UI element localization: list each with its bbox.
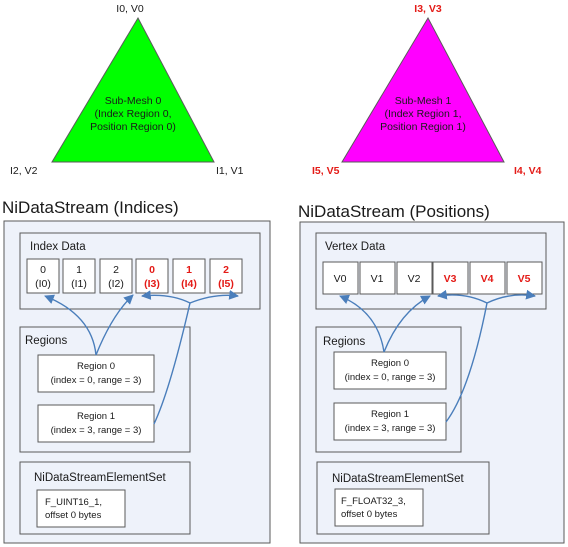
mesh-1-center-line-3: Position Region 1)	[380, 121, 466, 133]
svg-text:(index = 3, range = 3): (index = 3, range = 3)	[345, 423, 436, 434]
index-cell-2: 2 (I2)	[99, 258, 133, 294]
element-set-label-indices: NiDataStreamElementSet	[34, 472, 166, 484]
vertex-data-label: Vertex Data	[325, 241, 386, 253]
mesh-1-top-label: I3, V3	[414, 3, 442, 15]
region-0-arrow-right-indices	[95, 294, 134, 356]
svg-text:(I3): (I3)	[144, 278, 160, 290]
svg-text:0: 0	[149, 264, 155, 276]
svg-text:offset 0 bytes: offset 0 bytes	[45, 510, 102, 521]
svg-text:V0: V0	[334, 273, 347, 285]
mesh-1-right-label: I4, V4	[514, 165, 542, 177]
svg-text:(I0): (I0)	[35, 278, 51, 290]
mesh-0-center-line-1: Sub-Mesh 0	[105, 95, 162, 107]
index-region-1: Region 1 (index = 3, range = 3)	[37, 404, 155, 443]
sub-mesh-1-triangle	[341, 16, 505, 163]
sub-mesh-1: I3, V3 I5, V5 I4, V4 Sub-Mesh 1 (Index R…	[312, 3, 542, 177]
svg-text:V3: V3	[444, 273, 457, 285]
index-data-label: Index Data	[30, 241, 86, 253]
regions-label-positions: Regions	[323, 336, 365, 348]
index-cell-1: 1 (I1)	[62, 258, 96, 294]
svg-text:(index = 0, range = 3): (index = 0, range = 3)	[345, 372, 436, 383]
svg-text:V5: V5	[518, 273, 531, 285]
mesh-0-left-label: I2, V2	[10, 165, 38, 177]
mesh-0-center-line-2: (Index Region 0,	[94, 108, 171, 120]
svg-text:V4: V4	[481, 273, 494, 285]
svg-text:Region 0: Region 0	[371, 358, 409, 369]
vertex-cell-3: V3	[432, 261, 469, 295]
mesh-1-center-line-2: (Index Region 1,	[384, 108, 461, 120]
region-1-arrow-indices	[153, 302, 191, 425]
svg-text:2: 2	[223, 264, 229, 276]
svg-text:(I4): (I4)	[181, 278, 197, 290]
svg-text:Region 1: Region 1	[371, 409, 409, 420]
mesh-0-right-label: I1, V1	[216, 165, 244, 177]
svg-text:offset 0 bytes: offset 0 bytes	[341, 509, 398, 520]
svg-text:V2: V2	[408, 273, 421, 285]
regions-label-indices: Regions	[25, 335, 67, 347]
region-0-arrow-left-indices	[44, 294, 97, 356]
vertex-cell-4: V4	[469, 261, 506, 295]
vertex-cell-2: V2	[396, 261, 433, 295]
svg-text:1: 1	[76, 264, 82, 276]
index-cell-5: 2 (I5)	[209, 258, 243, 294]
mesh-1-center-line-1: Sub-Mesh 1	[395, 95, 452, 107]
mesh-0-top-label: I0, V0	[116, 3, 144, 15]
vertex-cell-0: V0	[322, 261, 359, 295]
element-set-format-indices: F_UINT16_1, offset 0 bytes	[36, 489, 126, 528]
index-cell-3: 0 (I3)	[135, 258, 169, 294]
position-region-0: Region 0 (index = 0, range = 3)	[333, 351, 447, 390]
svg-text:1: 1	[186, 264, 192, 276]
svg-text:Region 0: Region 0	[77, 361, 115, 372]
index-cell-4: 1 (I4)	[172, 258, 206, 294]
region-1-arc-left-indices	[141, 290, 191, 304]
region-0-arrow-right-positions	[383, 295, 431, 353]
stream-positions-title: NiDataStream (Positions)	[298, 202, 490, 221]
svg-text:(index = 0, range = 3): (index = 0, range = 3)	[51, 375, 142, 386]
region-0-arrow-left-positions	[339, 294, 385, 353]
svg-text:Region 1: Region 1	[77, 411, 115, 422]
svg-text:(I2): (I2)	[108, 278, 124, 290]
mesh-1-left-label: I5, V5	[312, 165, 340, 177]
sub-mesh-0-triangle	[51, 16, 215, 163]
region-1-arc-right-positions	[486, 289, 536, 304]
svg-text:0: 0	[40, 264, 46, 276]
mesh-0-center-line-3: Position Region 0)	[90, 121, 176, 133]
element-set-label-positions: NiDataStreamElementSet	[332, 473, 464, 485]
svg-text:(index = 3, range = 3): (index = 3, range = 3)	[51, 425, 142, 436]
svg-text:2: 2	[113, 264, 119, 276]
svg-text:(I1): (I1)	[71, 278, 87, 290]
index-cell-0: 0 (I0)	[26, 258, 60, 294]
svg-text:V1: V1	[371, 273, 384, 285]
svg-text:F_UINT16_1,: F_UINT16_1,	[45, 497, 102, 508]
svg-text:F_FLOAT32_3,: F_FLOAT32_3,	[341, 496, 406, 507]
index-region-0: Region 0 (index = 0, range = 3)	[37, 354, 155, 393]
region-1-arc-left-positions	[437, 289, 488, 304]
vertex-cell-5: V5	[506, 261, 543, 295]
position-region-1: Region 1 (index = 3, range = 3)	[333, 402, 447, 441]
stream-positions: NiDataStream (Positions) Vertex Data V0 …	[298, 202, 565, 544]
region-1-arrow-positions	[445, 302, 488, 423]
stream-indices: NiDataStream (Indices) Index Data 0 (I0)…	[2, 198, 271, 544]
svg-text:(I5): (I5)	[218, 278, 234, 290]
element-set-format-positions: F_FLOAT32_3, offset 0 bytes	[334, 488, 424, 527]
stream-indices-title: NiDataStream (Indices)	[2, 198, 179, 217]
vertex-cell-1: V1	[359, 261, 396, 295]
region-1-arc-right-indices	[189, 290, 239, 304]
sub-mesh-0: I0, V0 I2, V2 I1, V1 Sub-Mesh 0 (Index R…	[10, 3, 244, 177]
